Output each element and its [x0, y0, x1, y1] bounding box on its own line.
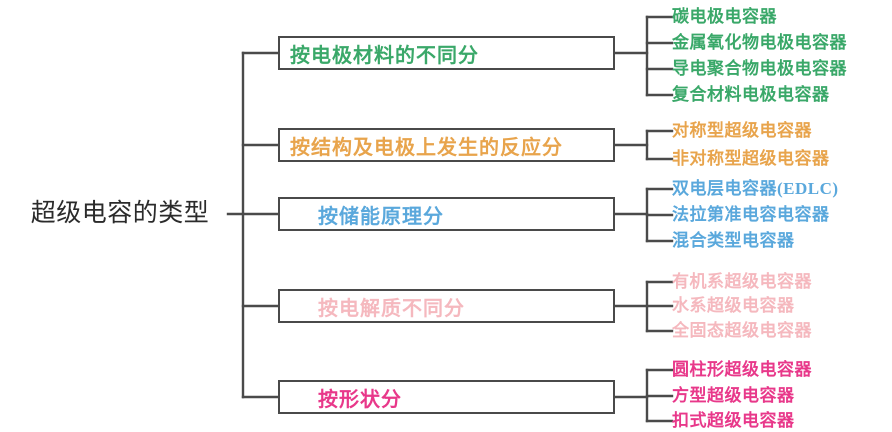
leaf-node-1-4[interactable]: 复合材料电极电容器 [672, 85, 830, 104]
leaf-node-3-2[interactable]: 法拉第准电容电容器 [672, 205, 830, 224]
branch-label-2: 按结构及电极上发生的反应分 [290, 136, 563, 159]
branch-label-3: 按储能原理分 [318, 205, 444, 228]
branch-label-1: 按电极材料的不同分 [290, 44, 479, 67]
leaf-node-5-2[interactable]: 方型超级电容器 [672, 386, 795, 405]
leaf-node-5-3[interactable]: 扣式超级电容器 [672, 411, 795, 430]
branch-box-5[interactable]: 按形状分 [278, 380, 615, 414]
leaf-node-3-1[interactable]: 双电层电容器(EDLC) [672, 179, 839, 198]
leaf-node-5-1[interactable]: 圆柱形超级电容器 [672, 360, 812, 379]
branch-box-1[interactable]: 按电极材料的不同分 [278, 36, 615, 70]
branch-label-5: 按形状分 [318, 388, 402, 411]
root-label: 超级电容的类型 [30, 200, 210, 227]
branch-box-2[interactable]: 按结构及电极上发生的反应分 [278, 128, 615, 162]
branch-box-4[interactable]: 按电解质不同分 [278, 289, 615, 323]
leaf-node-4-1[interactable]: 有机系超级电容器 [672, 272, 812, 291]
leaf-node-1-1[interactable]: 碳电极电容器 [672, 7, 777, 26]
leaf-node-1-2[interactable]: 金属氧化物电极电容器 [672, 33, 847, 52]
leaf-node-1-3[interactable]: 导电聚合物电极电容器 [672, 59, 847, 78]
leaf-node-4-2[interactable]: 水系超级电容器 [672, 296, 795, 315]
leaf-node-4-3[interactable]: 全固态超级电容器 [672, 321, 812, 340]
leaf-node-3-3[interactable]: 混合类型电容器 [672, 231, 795, 250]
leaf-node-2-1[interactable]: 对称型超级电容器 [672, 121, 812, 140]
branch-box-3[interactable]: 按储能原理分 [278, 197, 615, 231]
branch-label-4: 按电解质不同分 [318, 297, 465, 320]
leaf-node-2-2[interactable]: 非对称型超级电容器 [672, 149, 830, 168]
